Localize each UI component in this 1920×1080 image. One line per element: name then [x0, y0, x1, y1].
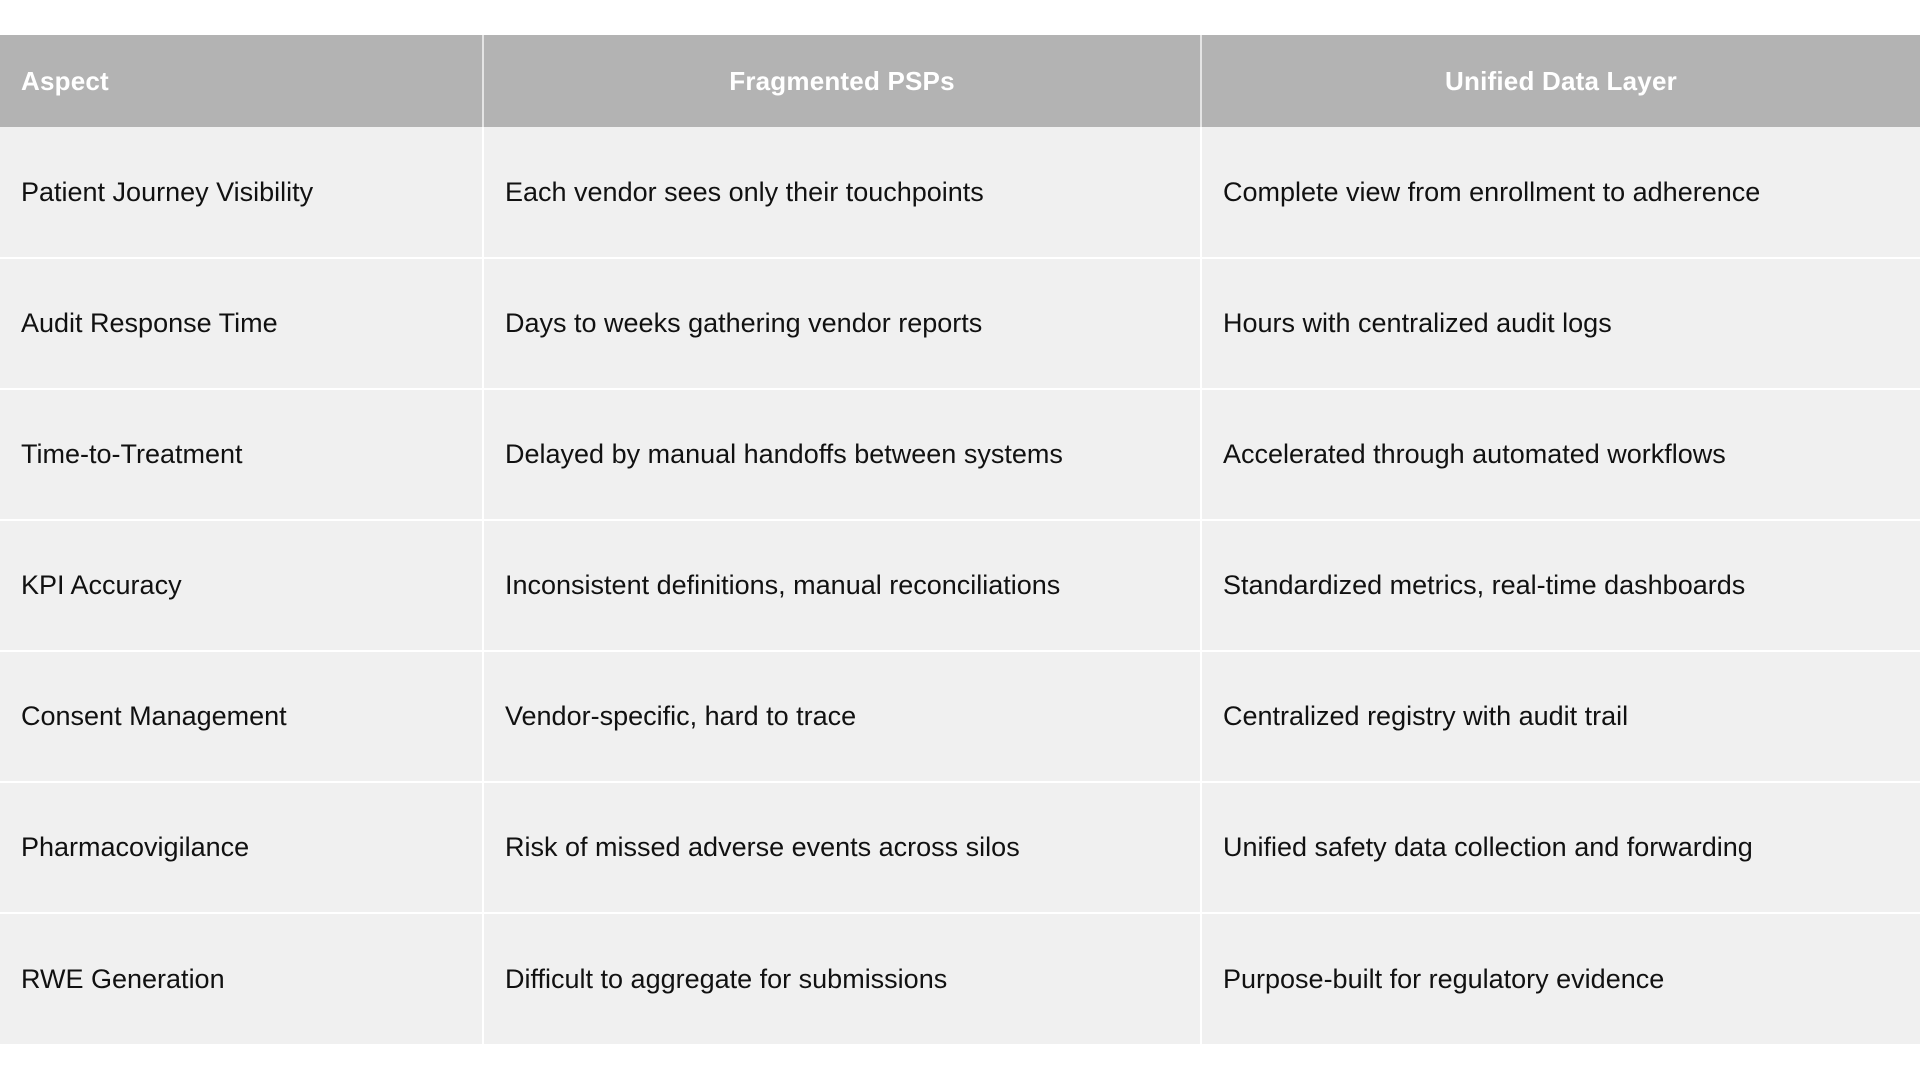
table-row: RWE Generation Difficult to aggregate fo… — [0, 913, 1920, 1044]
cell-aspect: RWE Generation — [0, 913, 484, 1044]
header-row: Aspect Fragmented PSPs Unified Data Laye… — [0, 35, 1920, 127]
table-row: Audit Response Time Days to weeks gather… — [0, 258, 1920, 390]
cell-fragmented: Delayed by manual handoffs between syste… — [483, 389, 1202, 521]
cell-unified: Complete view from enrollment to adheren… — [1201, 127, 1920, 259]
table-header: Aspect Fragmented PSPs Unified Data Laye… — [0, 35, 1920, 127]
cell-aspect: Audit Response Time — [0, 258, 484, 390]
cell-fragmented: Inconsistent definitions, manual reconci… — [483, 520, 1202, 652]
table-row: Time-to-Treatment Delayed by manual hand… — [0, 389, 1920, 521]
cell-fragmented: Difficult to aggregate for submissions — [483, 913, 1202, 1044]
cell-aspect: KPI Accuracy — [0, 520, 484, 652]
column-header-fragmented-psps: Fragmented PSPs — [483, 35, 1202, 127]
cell-aspect: Consent Management — [0, 651, 484, 783]
column-header-aspect: Aspect — [0, 35, 484, 127]
cell-aspect: Patient Journey Visibility — [0, 127, 484, 259]
comparison-table: Aspect Fragmented PSPs Unified Data Laye… — [0, 35, 1920, 1044]
column-header-unified-data-layer: Unified Data Layer — [1201, 35, 1920, 127]
cell-fragmented: Vendor-specific, hard to trace — [483, 651, 1202, 783]
cell-aspect: Pharmacovigilance — [0, 782, 484, 914]
cell-fragmented: Risk of missed adverse events across sil… — [483, 782, 1202, 914]
cell-fragmented: Each vendor sees only their touchpoints — [483, 127, 1202, 259]
cell-unified: Accelerated through automated workflows — [1201, 389, 1920, 521]
cell-aspect: Time-to-Treatment — [0, 389, 484, 521]
comparison-table-container: Aspect Fragmented PSPs Unified Data Laye… — [0, 35, 1920, 1044]
cell-unified: Hours with centralized audit logs — [1201, 258, 1920, 390]
cell-unified: Centralized registry with audit trail — [1201, 651, 1920, 783]
table-row: KPI Accuracy Inconsistent definitions, m… — [0, 520, 1920, 652]
table-row: Pharmacovigilance Risk of missed adverse… — [0, 782, 1920, 914]
cell-unified: Unified safety data collection and forwa… — [1201, 782, 1920, 914]
table-row: Consent Management Vendor-specific, hard… — [0, 651, 1920, 783]
cell-fragmented: Days to weeks gathering vendor reports — [483, 258, 1202, 390]
table-body: Patient Journey Visibility Each vendor s… — [0, 127, 1920, 1044]
table-row: Patient Journey Visibility Each vendor s… — [0, 127, 1920, 259]
cell-unified: Purpose-built for regulatory evidence — [1201, 913, 1920, 1044]
cell-unified: Standardized metrics, real-time dashboar… — [1201, 520, 1920, 652]
